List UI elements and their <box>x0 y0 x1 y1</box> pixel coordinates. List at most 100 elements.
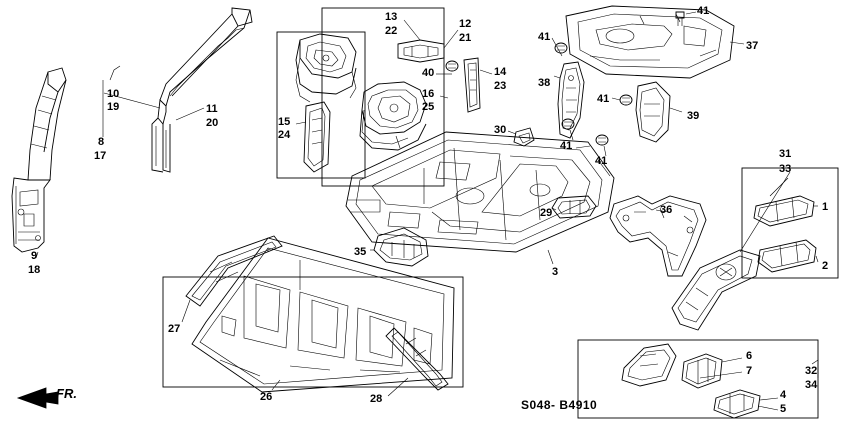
leader-6 <box>721 357 743 363</box>
leader-30 <box>507 130 517 135</box>
leader-5 <box>757 405 779 411</box>
callout-2: 2 <box>822 260 829 272</box>
leader-10-19 <box>109 65 121 81</box>
callout-34: 34 <box>805 379 818 391</box>
leader-39 <box>669 107 683 113</box>
group-box-small-parts <box>577 339 819 419</box>
leader-9-18 <box>35 251 39 259</box>
callout-28: 28 <box>370 393 383 405</box>
callout-30: 30 <box>494 124 507 136</box>
callout-22: 22 <box>385 25 398 37</box>
leader-32-34-up <box>739 171 791 253</box>
callout-23: 23 <box>494 80 507 92</box>
part-rear-panel-39 <box>635 81 671 143</box>
leader-11-20 <box>175 107 205 121</box>
part-main-floor-panel <box>345 131 615 253</box>
callout-1: 1 <box>822 201 829 213</box>
callout-12: 12 <box>459 18 472 30</box>
callout-7: 7 <box>746 365 753 377</box>
callout-16: 16 <box>422 88 435 100</box>
leader-36 <box>659 207 665 219</box>
callout-15: 15 <box>278 116 291 128</box>
callout-13: 13 <box>385 11 398 23</box>
leader-41-top <box>685 11 697 15</box>
part-nut-41b <box>554 42 568 54</box>
part-crossmember-36 <box>609 195 707 277</box>
part-sill-2 <box>757 239 817 273</box>
leader-26 <box>271 379 281 391</box>
callout-24: 24 <box>278 129 291 141</box>
leader-16-25 <box>439 95 449 99</box>
part-pillar-bracket-12 <box>397 39 445 63</box>
callout-41-c: 41 <box>597 93 610 105</box>
part-bracket-4-5 <box>713 389 761 419</box>
part-wheelhouse-inner <box>359 81 427 151</box>
part-lower-floor-panel <box>191 237 455 393</box>
leader-10b <box>103 92 161 109</box>
callout-33: 33 <box>779 163 792 175</box>
diagram-code: S048- B4910 <box>521 398 598 412</box>
callout-41-d: 41 <box>560 140 573 152</box>
front-direction-label: FR. <box>56 386 77 401</box>
group-box-sill-parts <box>741 167 839 279</box>
callout-39: 39 <box>687 110 700 122</box>
callout-40: 40 <box>422 67 435 79</box>
leader-2 <box>815 255 819 263</box>
part-bracket-6-7 <box>621 343 723 389</box>
callout-20: 20 <box>206 117 219 129</box>
group-box-pillar-inner <box>276 31 366 179</box>
callout-36: 36 <box>660 204 673 216</box>
part-panel-14-23 <box>463 57 481 113</box>
part-rear-parcel-shelf <box>565 5 735 79</box>
leader-29 <box>551 207 557 211</box>
leader-7 <box>699 371 743 379</box>
part-sill-1 <box>753 195 815 227</box>
leader-41e <box>603 145 607 157</box>
part-rear-frame-rail <box>671 249 761 331</box>
leader-41c <box>611 97 621 101</box>
part-rear-pillar-38 <box>557 61 585 139</box>
callout-35: 35 <box>354 246 367 258</box>
callout-31: 31 <box>779 148 792 160</box>
part-bracket-30 <box>513 127 535 147</box>
leader-3 <box>547 249 554 265</box>
part-bolt-41-top <box>675 11 685 26</box>
callout-5: 5 <box>780 403 787 415</box>
leader-27 <box>181 299 191 323</box>
part-panel-15-24 <box>303 101 331 173</box>
leader-28 <box>387 377 409 397</box>
front-direction-arrow <box>16 387 59 409</box>
part-side-sill-28 <box>385 327 449 391</box>
callout-41-top: 41 <box>697 5 710 17</box>
part-front-pillar-inner <box>11 67 67 253</box>
callout-32: 32 <box>805 365 818 377</box>
callout-41-e: 41 <box>595 155 608 167</box>
callout-37: 37 <box>746 40 759 52</box>
callout-41-b: 41 <box>538 31 551 43</box>
callout-10: 10 <box>107 88 120 100</box>
callout-6: 6 <box>746 350 753 362</box>
leader-32-34 <box>811 359 819 378</box>
callout-27: 27 <box>168 323 181 335</box>
leader-12-21 <box>443 29 459 49</box>
group-box-floor-lower <box>162 276 464 388</box>
leader-14-23 <box>479 69 493 75</box>
part-side-sill-27 <box>185 235 283 307</box>
callout-25: 25 <box>422 101 435 113</box>
part-fastener-40 <box>445 60 459 72</box>
leader-15-24 <box>295 121 307 125</box>
leader-4 <box>759 397 779 401</box>
callout-11: 11 <box>206 103 218 115</box>
leader-31-33 <box>769 177 789 197</box>
part-roof-side-rail <box>151 7 253 173</box>
part-bracket-35 <box>373 227 429 267</box>
callout-18: 18 <box>28 264 41 276</box>
leader-41d <box>569 129 574 141</box>
callout-17: 17 <box>94 150 107 162</box>
callout-38: 38 <box>538 77 551 89</box>
leader-37 <box>729 41 745 45</box>
callout-8: 8 <box>98 136 105 148</box>
callout-21: 21 <box>459 32 472 44</box>
